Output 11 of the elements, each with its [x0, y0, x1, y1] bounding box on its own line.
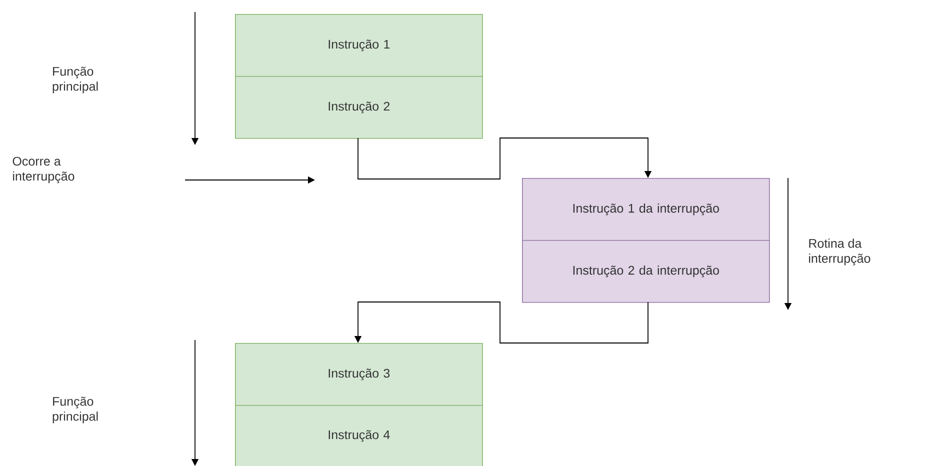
arrow — [358, 138, 652, 180]
side-label: Rotina da interrupção — [809, 238, 870, 266]
process-box: Instrução 4 — [235, 405, 483, 466]
process-box: Instrução 2 — [235, 76, 483, 139]
side-label: Função principal — [52, 66, 98, 94]
process-box: Instrução 1 da interrupção — [522, 178, 770, 241]
side-label: Ocorre a interrupção — [12, 156, 74, 184]
side-label: Função principal — [52, 396, 98, 424]
process-box: Instrução 2 da interrupção — [522, 240, 770, 303]
process-box: Instrução 1 — [235, 14, 483, 77]
process-box: Instrução 3 — [235, 343, 483, 406]
